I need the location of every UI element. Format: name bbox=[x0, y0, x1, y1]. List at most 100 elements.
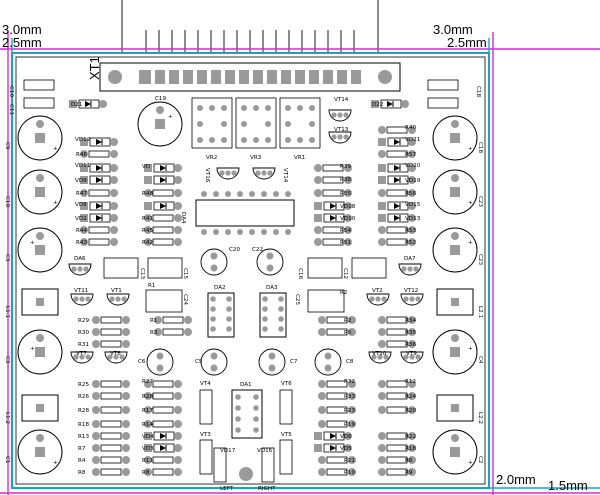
svg-text:R24: R24 bbox=[405, 394, 416, 400]
board-outline-inner bbox=[15, 56, 486, 485]
svg-text:R10: R10 bbox=[344, 470, 355, 476]
svg-text:R34: R34 bbox=[405, 318, 416, 324]
dim-label-top-right-outer: 3.0mm bbox=[433, 22, 473, 37]
svg-text:C16: C16 bbox=[297, 268, 303, 279]
svg-text:+: + bbox=[468, 346, 473, 352]
svg-text:C23: C23 bbox=[477, 196, 483, 207]
bottom-left-resistors: R25 R26 R28 R18 R13 R7 R4 R8 R27 R28 R17… bbox=[78, 379, 183, 477]
dim-label-top-left-outer: 3.0mm bbox=[2, 22, 42, 37]
svg-text:VT4: VT4 bbox=[200, 381, 211, 387]
svg-text:VD11: VD11 bbox=[75, 163, 91, 169]
svg-text:R39: R39 bbox=[340, 164, 351, 170]
svg-text:VD13: VD13 bbox=[405, 216, 421, 222]
label-left: LEFT bbox=[220, 486, 234, 492]
svg-text:C23: C23 bbox=[477, 254, 483, 265]
svg-text:VD3: VD3 bbox=[142, 446, 154, 452]
svg-text:R21: R21 bbox=[344, 458, 355, 464]
svg-text:R28: R28 bbox=[142, 394, 153, 400]
svg-text:R57: R57 bbox=[405, 152, 416, 158]
svg-text:C1: C1 bbox=[4, 456, 10, 464]
svg-text:D21: D21 bbox=[71, 102, 83, 108]
svg-text:R35: R35 bbox=[405, 330, 416, 336]
svg-text:R13: R13 bbox=[78, 434, 89, 440]
svg-text:VT3: VT3 bbox=[200, 432, 211, 438]
svg-text:VT1: VT1 bbox=[111, 288, 122, 294]
svg-text:VR1: VR1 bbox=[294, 155, 306, 161]
svg-text:VD2: VD2 bbox=[75, 216, 87, 222]
svg-text:C11: C11 bbox=[8, 104, 14, 115]
svg-text:VT9: VT9 bbox=[406, 351, 417, 357]
svg-text:+: + bbox=[168, 114, 173, 120]
svg-text:R5: R5 bbox=[344, 330, 352, 336]
svg-text:VD15: VD15 bbox=[405, 202, 421, 208]
svg-text:R51: R51 bbox=[340, 240, 351, 246]
film-caps-row bbox=[103, 257, 387, 279]
svg-text:R9: R9 bbox=[405, 470, 413, 476]
svg-text:L1.1: L1.1 bbox=[4, 306, 10, 318]
svg-text:R30: R30 bbox=[78, 330, 89, 336]
left-resistors: R46 R47 R44 R43 R48 R41 R45 R42 bbox=[76, 149, 183, 247]
svg-text:C19: C19 bbox=[155, 96, 166, 102]
top-right-parts: D22 C18 bbox=[370, 79, 481, 109]
svg-text:R55: R55 bbox=[340, 191, 351, 197]
svg-text:+: + bbox=[468, 200, 473, 206]
svg-text:VD5: VD5 bbox=[340, 446, 352, 452]
svg-text:C2: C2 bbox=[477, 456, 483, 463]
svg-text:R40: R40 bbox=[405, 125, 416, 131]
svg-text:+: + bbox=[53, 200, 58, 206]
svg-text:L2.1: L2.1 bbox=[477, 306, 483, 318]
svg-text:R26: R26 bbox=[78, 394, 89, 400]
regulators-da6-da7: DA6 DA7 bbox=[68, 256, 422, 276]
svg-text:L2.2: L2.2 bbox=[477, 412, 483, 424]
dim-label-top-right-inner: 2.5mm bbox=[447, 35, 487, 50]
svg-text:C4: C4 bbox=[477, 356, 483, 364]
svg-text:R17: R17 bbox=[142, 408, 153, 414]
svg-text:R11: R11 bbox=[142, 458, 153, 464]
svg-text:DA6: DA6 bbox=[74, 256, 86, 262]
svg-text:R18: R18 bbox=[405, 446, 416, 452]
right-big-caps: ++ +++ C18 C23 C23 C4 C2 bbox=[432, 115, 483, 475]
svg-text:C12: C12 bbox=[342, 268, 348, 279]
svg-text:L1.2: L1.2 bbox=[4, 412, 10, 424]
svg-text:VT5: VT5 bbox=[281, 432, 292, 438]
right-resistors: R40 R57 R56 R53 R52 R39 R38 R55 R54 R51 bbox=[313, 125, 417, 247]
svg-text:VD9: VD9 bbox=[75, 178, 87, 184]
svg-text:R1: R1 bbox=[148, 283, 156, 289]
svg-text:R1: R1 bbox=[150, 318, 158, 324]
mid-resistors: R29 R30 R31 R1 R3 R2 R5 R34 R35 R36 bbox=[78, 315, 417, 349]
svg-text:VT13: VT13 bbox=[334, 127, 349, 133]
svg-text:VT14: VT14 bbox=[334, 97, 349, 103]
svg-text:C10: C10 bbox=[4, 196, 10, 207]
svg-text:C7: C7 bbox=[290, 359, 298, 365]
svg-text:R23: R23 bbox=[344, 408, 355, 414]
svg-text:VD8: VD8 bbox=[75, 202, 87, 208]
svg-text:R38: R38 bbox=[340, 177, 351, 183]
svg-text:R32: R32 bbox=[344, 379, 355, 385]
svg-text:VD4: VD4 bbox=[142, 434, 154, 440]
svg-text:R42: R42 bbox=[142, 240, 153, 246]
svg-text:R19: R19 bbox=[344, 422, 355, 428]
svg-text:C3: C3 bbox=[4, 254, 10, 262]
cap-c19: C19 + bbox=[137, 96, 183, 147]
svg-text:R6: R6 bbox=[405, 458, 413, 464]
svg-text:R48: R48 bbox=[142, 191, 153, 197]
svg-text:+: + bbox=[53, 146, 58, 152]
svg-text:R2: R2 bbox=[344, 318, 351, 324]
svg-text:R20: R20 bbox=[405, 408, 416, 414]
svg-text:C22: C22 bbox=[252, 247, 263, 253]
svg-text:C25: C25 bbox=[294, 294, 300, 305]
svg-text:R47: R47 bbox=[76, 191, 87, 197]
connector-pins bbox=[121, 0, 379, 55]
svg-text:R22: R22 bbox=[405, 434, 416, 440]
dim-label-bottom-right-inner: 2.0mm bbox=[496, 472, 536, 487]
svg-text:DA3: DA3 bbox=[266, 285, 278, 291]
svg-text:C24: C24 bbox=[182, 294, 188, 305]
svg-text:DA2: DA2 bbox=[214, 285, 226, 291]
svg-text:+: + bbox=[468, 146, 473, 152]
svg-text:R56: R56 bbox=[405, 191, 416, 197]
svg-text:+: + bbox=[30, 346, 35, 352]
svg-text:C13: C13 bbox=[139, 268, 145, 279]
svg-text:VD17: VD17 bbox=[220, 448, 236, 454]
svg-text:D22: D22 bbox=[372, 102, 383, 108]
